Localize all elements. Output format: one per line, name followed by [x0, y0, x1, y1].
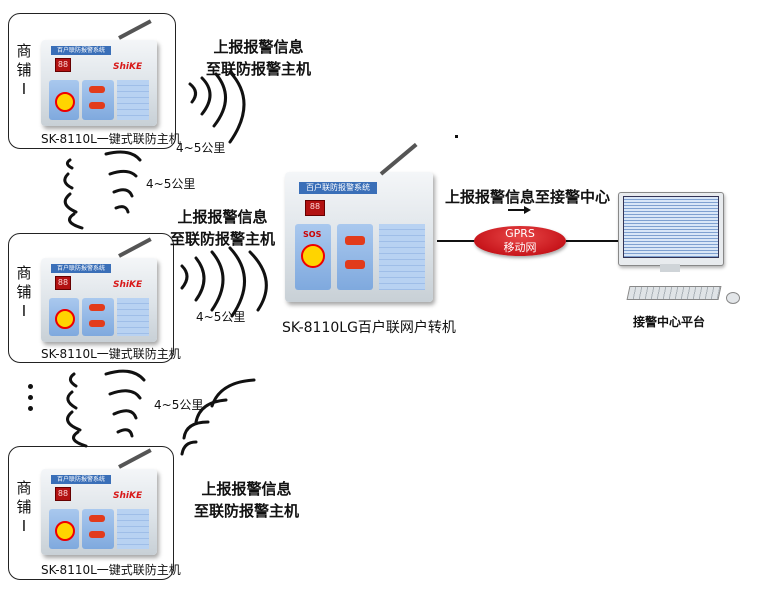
sos-button [55, 92, 75, 112]
device-button-2 [89, 320, 105, 327]
mouse-icon [726, 292, 740, 304]
shop-label-char: 铺 [16, 61, 32, 79]
shop-label-char: 商 [16, 264, 32, 282]
link-line-gprs-platform [566, 240, 618, 242]
antenna [118, 448, 152, 469]
shop-box-1: 商 铺 I 百户联防报警系统 88 ShiKE SK-8110L一键式联防主机 [8, 13, 181, 149]
shop-label-char: 商 [16, 479, 32, 497]
device-brand: ShiKE [113, 280, 143, 290]
zone-grid [117, 298, 149, 336]
zone-grid [379, 224, 425, 290]
monitor-icon [618, 192, 724, 272]
device-led-display: 88 [55, 487, 71, 501]
device-panel-mid [337, 224, 373, 290]
report-line: 至联防报警主机 [170, 230, 276, 248]
report-line: 上报报警信息 [213, 38, 304, 56]
device-caption-1: SK-8110L一键式联防主机 [41, 132, 181, 146]
monitor-stand [660, 264, 680, 272]
platform-caption: 接警中心平台 [633, 315, 706, 329]
zone-grid [117, 80, 149, 120]
wireless-waves-icon [63, 158, 84, 230]
sos-button [55, 521, 75, 541]
wireless-waves-icon [188, 70, 246, 144]
sos-label: SOS [303, 230, 322, 239]
shop-label-2: 商 铺 I [15, 264, 33, 321]
device-button-1 [89, 304, 105, 311]
stray-dot [455, 135, 458, 138]
gprs-network-badge: GPRS 移动网 [474, 226, 566, 256]
hub-device: 百户联防报警系统 88 SOS [285, 142, 433, 302]
device-title-bar: 百户联防报警系统 [299, 182, 377, 194]
antenna [118, 237, 152, 258]
device-button-1 [345, 236, 365, 245]
shop-label-1: 商 铺 I [15, 42, 33, 99]
shop-label-char: I [21, 517, 27, 535]
alarm-device-3: 百户联防报警系统 88 ShiKE [41, 448, 157, 555]
wireless-waves-icon [104, 369, 146, 438]
device-caption-2: SK-8110L一键式联防主机 [41, 347, 181, 361]
antenna [118, 19, 152, 40]
gprs-label: GPRS [505, 227, 535, 240]
ellipsis-dot [28, 395, 33, 400]
device-button-2 [345, 260, 365, 269]
device-title-bar: 百户联防报警系统 [51, 46, 111, 55]
report-line: 至联防报警主机 [194, 502, 300, 520]
keyboard-icon [626, 286, 722, 300]
device-brand: ShiKE [113, 491, 143, 501]
device-led-display: 88 [55, 58, 71, 72]
alarm-device-1: 百户联防报警系统 88 ShiKE [41, 19, 157, 126]
shop-label-3: 商 铺 I [15, 479, 33, 536]
device-title-bar: 百户联防报警系统 [51, 475, 111, 484]
shop-label-char: 铺 [16, 283, 32, 301]
report-label-3: 上报报警信息 至联防报警主机 [194, 478, 299, 522]
wireless-waves-icon [104, 150, 142, 214]
device-caption-3: SK-8110L一键式联防主机 [41, 563, 181, 577]
shop-box-3: 商 铺 I 百户联防报警系统 88 ShiKE SK-8110L一键式联防主机 [8, 446, 181, 580]
device-title-bar: 百户联防报警系统 [51, 264, 111, 273]
device-button-1 [89, 86, 105, 93]
shop-label-char: I [21, 80, 27, 98]
center-report-label: 上报报警信息至接警中心 [445, 188, 611, 206]
shop-box-2: 商 铺 I 百户联防报警系统 88 ShiKE SK-8110L一键式联防主机 [8, 233, 181, 363]
device-button-1 [89, 515, 105, 522]
more-shops-ellipsis [28, 384, 36, 411]
distance-label-2: 4~5公里 [146, 177, 196, 191]
device-led-display: 88 [305, 200, 325, 216]
device-brand: ShiKE [113, 62, 143, 72]
ellipsis-dot [28, 406, 33, 411]
report-line: 上报报警信息 [201, 480, 292, 498]
monitor-screen [623, 196, 719, 258]
shop-label-char: 铺 [16, 498, 32, 516]
zone-grid [117, 509, 149, 549]
shop-label-char: I [21, 302, 27, 320]
wireless-waves-icon [180, 246, 268, 318]
alarm-device-2: 百户联防报警系统 88 ShiKE [41, 237, 157, 342]
wireless-waves-icon [180, 378, 256, 456]
antenna [379, 142, 418, 176]
hub-caption: SK-8110LG百户联网户转机 [282, 320, 456, 336]
report-line: 上报报警信息 [177, 208, 268, 226]
device-button-2 [89, 102, 105, 109]
sos-button [301, 244, 325, 268]
device-led-display: 88 [55, 276, 71, 290]
arrow-right-icon [508, 206, 531, 214]
wireless-waves-icon [66, 372, 88, 448]
gprs-network-name: 移动网 [503, 241, 537, 254]
distance-label-4: 4~5公里 [154, 398, 204, 412]
report-label-2: 上报报警信息 至联防报警主机 [170, 206, 275, 250]
sos-button [55, 309, 75, 329]
link-line-hub-gprs [437, 240, 475, 242]
distance-label-1: 4~5公里 [176, 141, 226, 155]
ellipsis-dot [28, 384, 33, 389]
device-button-2 [89, 531, 105, 538]
shop-label-char: 商 [16, 42, 32, 60]
